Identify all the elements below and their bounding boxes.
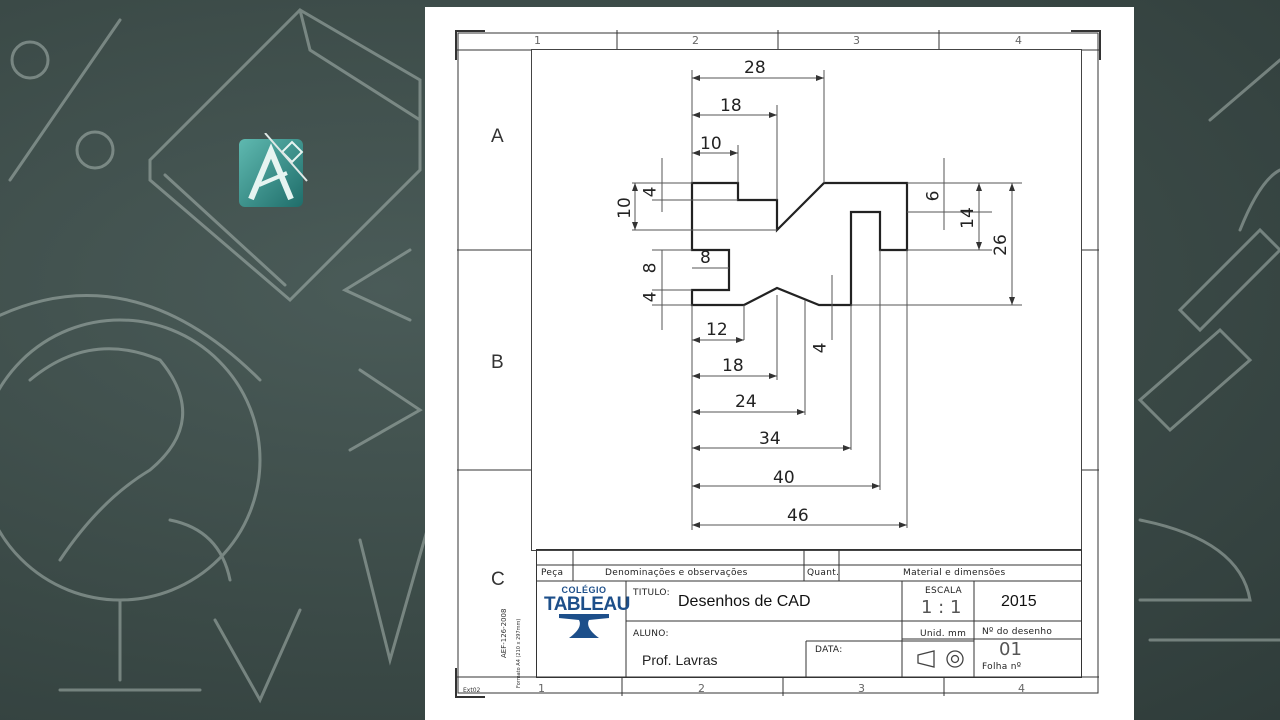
escala-value: 1 : 1 [921, 597, 962, 618]
side-code: AEF-126-2008 [500, 608, 508, 658]
row-letter-b: B [491, 352, 504, 373]
year-value: 2015 [1001, 593, 1037, 610]
column-number-1-bottom: 1 [538, 682, 545, 695]
dim-top-28: 28 [744, 58, 766, 78]
dim-bottom-24: 24 [735, 392, 757, 412]
header-quantity: Quant. [807, 568, 840, 578]
corner-code: Ext02 [463, 687, 481, 694]
header-denominations: Denominações e observações [605, 568, 748, 578]
n-desenho-label: Nº do desenho [982, 627, 1053, 637]
column-number-2: 2 [692, 34, 699, 47]
logo-mark-icon [559, 614, 609, 638]
dim-groove-4: 4 [810, 342, 831, 354]
logo-line1: COLÉGIO [561, 585, 607, 595]
data-label: DATA: [815, 645, 843, 655]
row-letter-c: C [491, 569, 505, 590]
technical-drawing: 28 18 10 10 4 8 8 4 6 14 26 4 12 18 24 3… [531, 49, 1082, 551]
folha-label: Folha nº [982, 662, 1022, 672]
dim-right-6: 6 [923, 190, 944, 202]
n-desenho-value: 01 [999, 639, 1022, 660]
dim-left-8: 8 [640, 262, 661, 274]
dim-left-10: 10 [614, 197, 635, 219]
column-number-3-bottom: 3 [858, 682, 865, 695]
dim-left-4-bottom: 4 [640, 291, 661, 303]
colegio-tableau-logo: COLÉGIO TABLEAU [544, 585, 630, 653]
dim-right-26: 26 [990, 234, 1011, 256]
projection-symbol-icon [917, 650, 964, 668]
dim-bottom-40: 40 [773, 468, 795, 488]
column-number-4-bottom: 4 [1018, 682, 1025, 695]
dim-bottom-12: 12 [706, 320, 728, 340]
header-piece: Peça [541, 568, 564, 578]
column-number-2-bottom: 2 [698, 682, 705, 695]
professor-name: Prof. Lavras [642, 652, 718, 668]
title-block-grid [536, 549, 1082, 678]
unid-label: Unid. mm [920, 629, 967, 639]
dim-bottom-46: 46 [787, 506, 809, 526]
part-profile [632, 70, 1022, 530]
dim-bottom-18: 18 [722, 356, 744, 376]
format-note: Formato A4 (210 x 297mm) [516, 618, 522, 688]
dim-top-18: 18 [720, 96, 742, 116]
dim-slot-8: 8 [700, 248, 711, 268]
dim-top-10: 10 [700, 134, 722, 154]
dim-right-14: 14 [957, 207, 978, 229]
escala-label: ESCALA [925, 586, 963, 596]
school-logo-icon [237, 132, 309, 209]
dim-bottom-34: 34 [759, 429, 781, 449]
column-number-1: 1 [534, 34, 541, 47]
titulo-value: Desenhos de CAD [678, 593, 811, 610]
titulo-label: TITULO: [633, 588, 670, 598]
row-letter-a: A [491, 126, 504, 147]
logo-line2: TABLEAU [544, 594, 630, 615]
aluno-label: ALUNO: [633, 629, 669, 639]
column-number-4: 4 [1015, 34, 1022, 47]
dim-left-4-top: 4 [640, 186, 661, 198]
header-material: Material e dimensões [903, 568, 1006, 578]
column-number-3: 3 [853, 34, 860, 47]
